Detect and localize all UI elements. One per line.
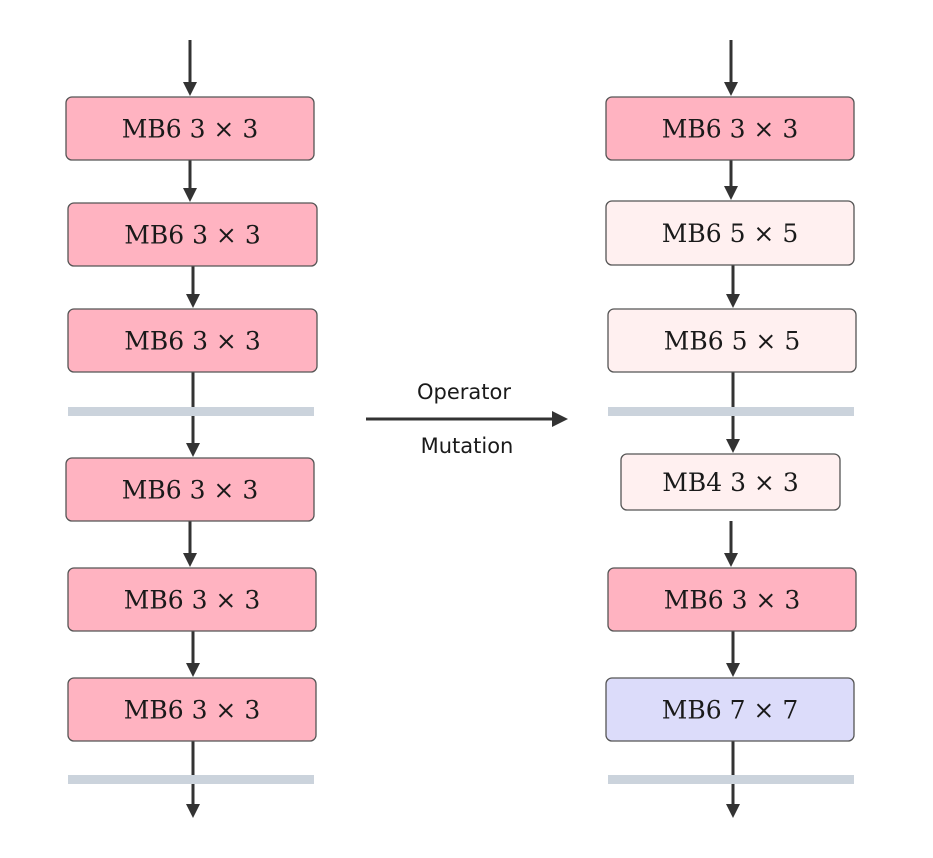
right-block-6-box bbox=[605, 677, 855, 742]
left-block-1-label: MB6 3 × 3 bbox=[122, 115, 258, 144]
right-separator-1 bbox=[608, 407, 854, 416]
mutation-label-line2: Mutation bbox=[421, 434, 514, 458]
right-arrow-2-3-head bbox=[726, 294, 740, 308]
right-block-5-box bbox=[607, 567, 857, 632]
connector-layer bbox=[68, 40, 854, 818]
left-block-2-label: MB6 3 × 3 bbox=[124, 221, 260, 250]
left-arrow-out-head bbox=[186, 804, 200, 818]
right-block-4-label: MB4 3 × 3 bbox=[662, 468, 798, 497]
left-arrow-sep-4-head bbox=[186, 443, 200, 457]
right-block-1: MB6 3 × 3 bbox=[605, 96, 855, 161]
left-arrow-2-3-head bbox=[186, 294, 200, 308]
left-block-5-box bbox=[67, 567, 317, 632]
right-arrow-sep-4-head bbox=[726, 439, 740, 453]
left-block-1: MB6 3 × 3 bbox=[65, 96, 315, 161]
left-block-1-box bbox=[65, 96, 315, 161]
left-block-6-box bbox=[67, 677, 317, 742]
left-block-2-box bbox=[67, 202, 318, 267]
left-block-5-label: MB6 3 × 3 bbox=[124, 586, 260, 615]
block-layer: MB6 3 × 3 MB6 3 × 3 MB6 3 × 3 MB6 3 × 3 MB6 … bbox=[65, 96, 857, 742]
right-block-2-label: MB6 5 × 5 bbox=[662, 219, 798, 248]
right-block-4-box bbox=[620, 453, 841, 511]
left-block-4: MB6 3 × 3 bbox=[65, 457, 315, 522]
left-block-4-label: MB6 3 × 3 bbox=[122, 476, 258, 505]
right-arrow-5-6-head bbox=[726, 663, 740, 677]
right-block-3-box bbox=[607, 308, 857, 373]
right-arrow-out-head bbox=[726, 804, 740, 818]
left-separator-2 bbox=[68, 775, 314, 784]
right-block-3-label: MB6 5 × 5 bbox=[664, 327, 800, 356]
right-block-6: MB6 7 × 7 bbox=[605, 677, 855, 742]
right-block-6-label: MB6 7 × 7 bbox=[662, 696, 798, 725]
right-block-2-box bbox=[605, 200, 855, 266]
right-block-5: MB6 3 × 3 bbox=[607, 567, 857, 632]
right-block-2: MB6 5 × 5 bbox=[605, 200, 855, 266]
left-arrow-in-head bbox=[183, 82, 197, 96]
mutation-arrow-head bbox=[552, 411, 568, 427]
left-block-3-label: MB6 3 × 3 bbox=[124, 327, 260, 356]
left-block-5: MB6 3 × 3 bbox=[67, 567, 317, 632]
right-block-1-label: MB6 3 × 3 bbox=[662, 115, 798, 144]
left-separator-1 bbox=[68, 407, 314, 416]
right-block-1-box bbox=[605, 96, 855, 161]
right-arrow-in-head bbox=[724, 82, 738, 96]
right-block-3: MB6 5 × 5 bbox=[607, 308, 857, 373]
right-block-5-label: MB6 3 × 3 bbox=[664, 586, 800, 615]
right-block-4: MB4 3 × 3 bbox=[620, 453, 841, 511]
right-separator-2 bbox=[608, 775, 854, 784]
right-arrow-1-2-head bbox=[724, 186, 738, 200]
left-arrow-5-6-head bbox=[186, 663, 200, 677]
left-block-3-box bbox=[67, 308, 318, 373]
operator-mutation-group: Operator Mutation bbox=[366, 380, 568, 458]
left-block-2: MB6 3 × 3 bbox=[67, 202, 318, 267]
left-block-4-box bbox=[65, 457, 315, 522]
mutation-label-line1: Operator bbox=[417, 380, 511, 404]
left-arrow-1-2-head bbox=[183, 188, 197, 202]
left-block-3: MB6 3 × 3 bbox=[67, 308, 318, 373]
left-block-6: MB6 3 × 3 bbox=[67, 677, 317, 742]
left-block-6-label: MB6 3 × 3 bbox=[124, 696, 260, 725]
right-arrow-4-5-head bbox=[724, 553, 738, 567]
left-arrow-4-5-head bbox=[183, 553, 197, 567]
